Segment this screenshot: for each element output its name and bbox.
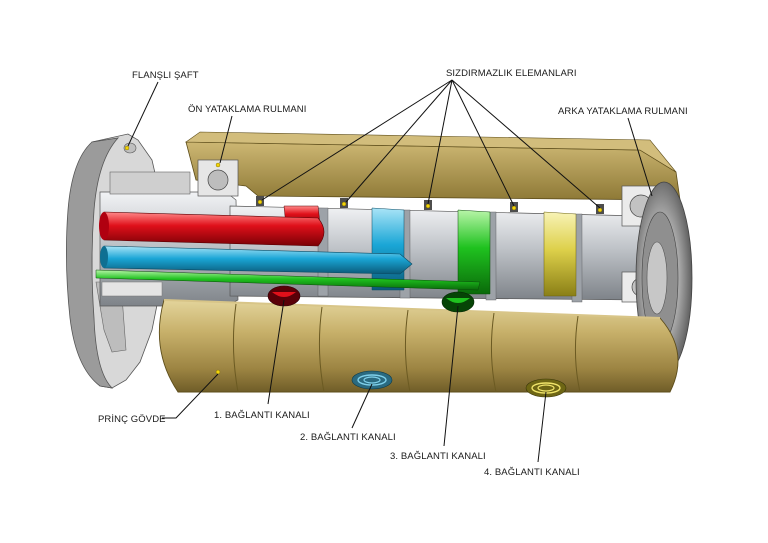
brass-body [158,299,679,393]
flanged-shaft-marker [124,145,130,151]
label-front-bearing: ÖN YATAKLAMA RULMANI [188,104,307,115]
leader-lines [127,79,653,463]
front-bearing [197,159,239,197]
label-flanged-shaft: FLANŞLI ŞAFT [132,70,199,81]
channel-blue [100,245,413,275]
label-seals: SIZDIRMAZLIK ELEMANLARI [446,68,577,79]
label-port-2: 2. BAĞLANTI KANALI [300,432,396,443]
ring-yellow [543,211,577,297]
channel-red [99,211,325,247]
channel-green [95,269,481,291]
port-1-opening [267,285,301,307]
port-2-opening [351,370,393,390]
ring-green [457,209,491,295]
ring-blue [371,207,405,291]
label-port-1: 1. BAĞLANTI KANALI [214,410,310,421]
label-rear-bearing: ARKA YATAKLAMA RULMANI [558,106,688,117]
brass-housing-top [185,131,681,214]
port-4-opening [525,378,567,398]
label-port-3: 3. BAĞLANTI KANALI [390,451,486,462]
label-brass-body: PRİNÇ GÖVDE [98,414,166,425]
label-port-4: 4. BAĞLANTI KANALI [484,467,580,478]
port-3-opening [441,291,475,313]
